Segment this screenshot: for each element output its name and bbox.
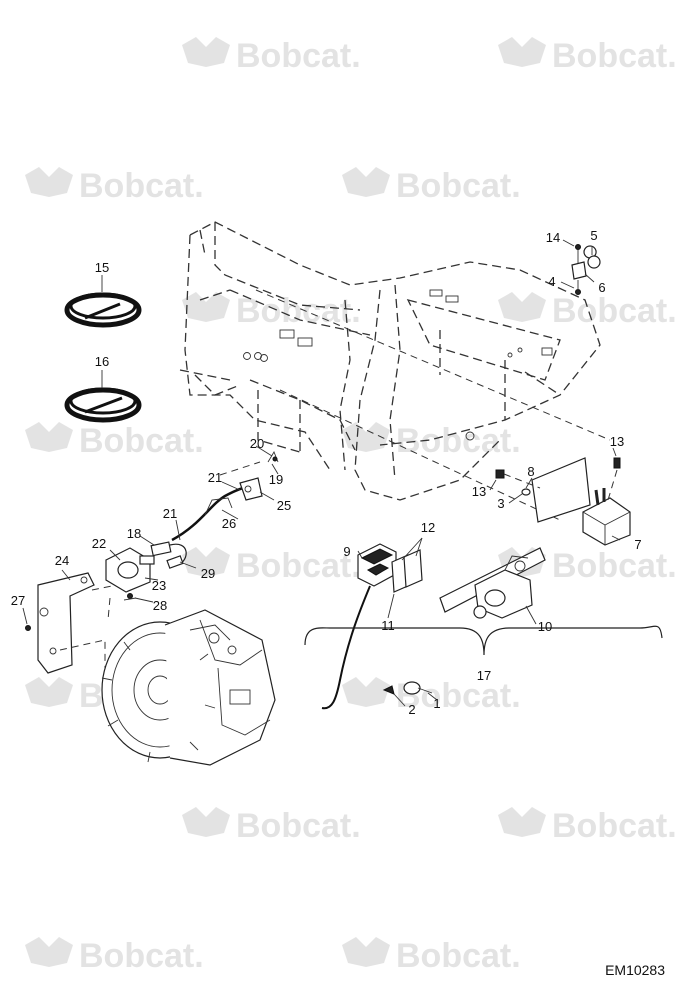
- bobcat-logo-icon: [342, 677, 390, 707]
- callout-number: 23: [152, 578, 166, 593]
- watermark-text: Bobcat.: [236, 807, 361, 845]
- callout-number: 21: [163, 506, 177, 521]
- watermark-bobcat: Bobcat.: [25, 167, 204, 205]
- callout-number: 5: [590, 228, 597, 243]
- callout-number: 3: [497, 496, 504, 511]
- callout-labels: 1234567891011121313141516171819202121222…: [11, 228, 642, 717]
- callout-number: 22: [92, 536, 106, 551]
- watermark-bobcat: Bobcat.: [182, 292, 361, 330]
- callout-number: 17: [477, 668, 491, 683]
- leader-lines: [22, 239, 621, 707]
- watermark-bobcat: Bobcat.: [25, 937, 204, 975]
- watermark-bobcat: Bobcat.: [498, 807, 677, 845]
- watermark-bobcat: Bobcat.: [25, 422, 204, 460]
- callout-number: 24: [55, 553, 69, 568]
- bobcat-logo-icon: [25, 677, 73, 707]
- callout-number: 13: [472, 484, 486, 499]
- watermark-text: Bobcat.: [236, 547, 361, 585]
- callout-number: 2: [408, 702, 415, 717]
- reference-code: EM10283: [605, 962, 665, 978]
- callout-number: 18: [127, 526, 141, 541]
- watermark-text: Bobcat.: [79, 422, 204, 460]
- wire-harness-16: [64, 387, 142, 423]
- callout-number: 29: [201, 566, 215, 581]
- callout-number: 16: [95, 354, 109, 369]
- watermark-text: Bobcat.: [552, 292, 677, 330]
- chassis-frame: [179, 221, 611, 521]
- callout-number: 20: [250, 436, 264, 451]
- watermark-bobcat: Bobcat.: [342, 422, 521, 460]
- bobcat-logo-icon: [342, 167, 390, 197]
- callout-number: 28: [153, 598, 167, 613]
- watermark-text: Bobcat.: [396, 167, 521, 205]
- watermark-bobcat: Bobcat.: [342, 677, 521, 715]
- callout-number: 10: [538, 619, 552, 634]
- callout-number: 19: [269, 472, 283, 487]
- callout-number: 8: [527, 464, 534, 479]
- watermark-bobcat: Bobcat.: [182, 807, 361, 845]
- transmission-housing: [101, 609, 276, 766]
- watermark-text: Bobcat.: [552, 807, 677, 845]
- bobcat-logo-icon: [25, 167, 73, 197]
- callout-number: 15: [95, 260, 109, 275]
- bobcat-logo-icon: [498, 807, 546, 837]
- watermark-bobcat: Bobcat.: [342, 167, 521, 205]
- callout-number: 1: [433, 696, 440, 711]
- watermark-layer: Bobcat. Bobcat. Bobcat. Bobcat. Bobcat. Bobca…: [25, 37, 677, 975]
- watermark-text: Bobcat.: [552, 547, 677, 585]
- watermark-text: Bobcat.: [396, 937, 521, 975]
- bobcat-logo-icon: [498, 37, 546, 67]
- watermark-text: Bobcat.: [79, 937, 204, 975]
- bobcat-logo-icon: [25, 422, 73, 452]
- watermark-bobcat: Bobcat.: [182, 547, 361, 585]
- watermark-bobcat: Bobcat.: [498, 37, 677, 75]
- callout-number: 11: [381, 618, 395, 633]
- watermark-bobcat: Bobcat.: [498, 292, 677, 330]
- callout-number: 25: [277, 498, 291, 513]
- bobcat-logo-icon: [182, 807, 230, 837]
- callout-number: 9: [343, 544, 350, 559]
- callout-number: 12: [421, 520, 435, 535]
- callout-number: 7: [634, 537, 641, 552]
- hardware-cluster-top: [571, 244, 601, 295]
- bobcat-logo-icon: [182, 547, 230, 577]
- wire-harness-15: [64, 292, 142, 328]
- watermark-text: Bobcat.: [79, 167, 204, 205]
- bobcat-logo-icon: [498, 292, 546, 322]
- bobcat-logo-icon: [342, 937, 390, 967]
- callout-number: 14: [546, 230, 560, 245]
- watermark-text: Bobcat.: [236, 292, 361, 330]
- callout-number: 27: [11, 593, 25, 608]
- callout-number: 26: [222, 516, 236, 531]
- bobcat-logo-icon: [342, 422, 390, 452]
- watermark-text: Bobcat.: [236, 37, 361, 75]
- bobcat-logo-icon: [182, 37, 230, 67]
- callout-number: 4: [548, 274, 555, 289]
- callout-number: 21: [208, 470, 222, 485]
- control-module-7: [495, 457, 631, 546]
- bobcat-logo-icon: [25, 937, 73, 967]
- watermark-text: Bobcat.: [552, 37, 677, 75]
- callout-number: 6: [598, 280, 605, 295]
- bobcat-logo-icon: [182, 292, 230, 322]
- watermark-bobcat: Bobcat.: [182, 37, 361, 75]
- kit-17: [304, 543, 663, 710]
- callout-number: 13: [610, 434, 624, 449]
- watermark-bobcat: Bobcat.: [342, 937, 521, 975]
